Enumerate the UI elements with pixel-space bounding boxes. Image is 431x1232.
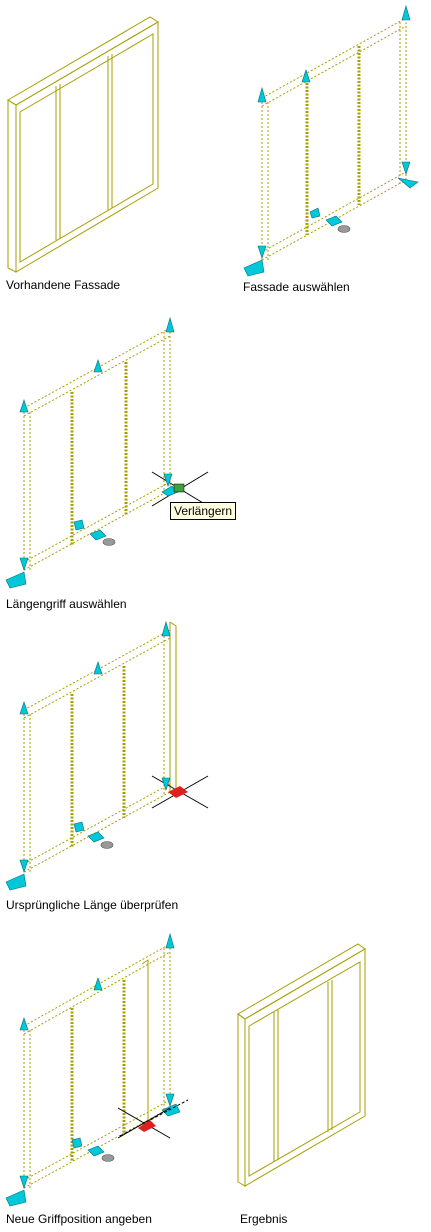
grip-select-facade [5,316,209,589]
caption-grip: Längengriff auswählen [6,597,127,611]
caption-result: Ergebnis [240,1212,288,1226]
caption-check: Ursprüngliche Länge überprüfen [6,898,179,912]
caption-select: Fassade auswählen [243,280,350,294]
selected-facade [243,4,419,277]
caption-new-position: Neue Griffposition angeben [6,1212,152,1226]
original-length-facade [5,620,209,891]
new-position-facade [5,932,189,1207]
result-facade [237,943,366,1187]
tooltip-extend: Verlängern [170,502,237,520]
existing-facade [7,16,159,273]
caption-existing: Vorhandene Fassade [6,278,121,292]
